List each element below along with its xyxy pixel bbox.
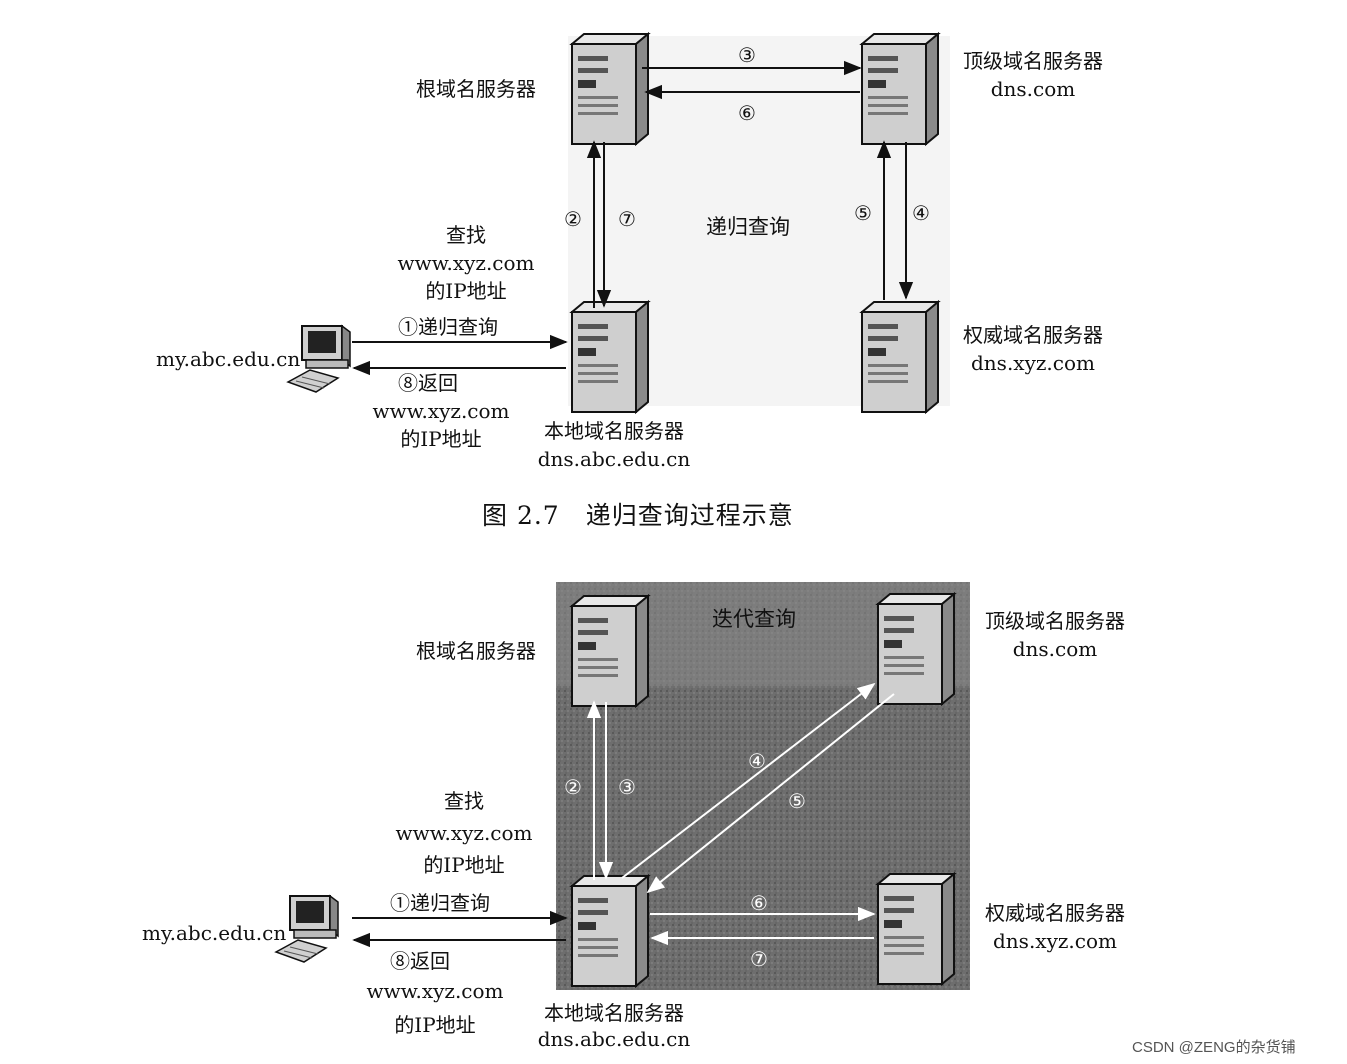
tld-server-icon (862, 34, 938, 144)
root-server-icon (572, 34, 648, 144)
auth-server-label-b: 权威域名服务器 (966, 900, 1144, 926)
watermark: CSDN @ZENG的杂货铺 (1132, 1036, 1296, 1057)
auth-server-host: dns.xyz.com (944, 350, 1122, 376)
figure-caption: 图 2.7 递归查询过程示意 (482, 496, 794, 532)
return-line3: 的IP地址 (366, 426, 516, 452)
query-line1: 查找 (386, 222, 546, 248)
local-server-icon-b (572, 876, 648, 986)
auth-server-icon-b (878, 874, 954, 984)
step1-label: ①递归查询 (398, 314, 498, 340)
step5-number-b: ⑤ (788, 788, 806, 814)
iterative-center-label: 迭代查询 (712, 606, 796, 632)
step1-label-b: ①递归查询 (390, 890, 490, 916)
client-host-label: my.abc.edu.cn (156, 346, 300, 372)
tld-server-icon-b (878, 594, 954, 704)
step5-number: ⑤ (854, 200, 872, 226)
recursive-center-label: 递归查询 (706, 214, 790, 240)
root-server-label: 根域名服务器 (416, 76, 536, 102)
step4-number: ④ (912, 200, 930, 226)
tld-server-host-b: dns.com (966, 636, 1144, 662)
query-line2-b: www.xyz.com (384, 820, 544, 846)
query-line1-b: 查找 (384, 788, 544, 814)
step2-number: ② (564, 206, 582, 232)
step8-label: ⑧返回 (398, 370, 458, 396)
auth-server-icon (862, 302, 938, 412)
local-server-label-b: 本地域名服务器 (524, 1000, 704, 1026)
step6-number: ⑥ (738, 100, 756, 126)
client-host-label-b: my.abc.edu.cn (142, 920, 286, 946)
step2-number-b: ② (564, 774, 582, 800)
tld-server-label-b: 顶级域名服务器 (966, 608, 1144, 634)
root-server-label-b: 根域名服务器 (416, 638, 536, 664)
step3-number-b: ③ (618, 774, 636, 800)
root-server-icon-b (572, 596, 648, 706)
local-server-host: dns.abc.edu.cn (524, 446, 704, 472)
return-line3-b: 的IP地址 (360, 1012, 510, 1038)
auth-server-host-b: dns.xyz.com (966, 928, 1144, 954)
return-line2: www.xyz.com (366, 398, 516, 424)
step3-number: ③ (738, 42, 756, 68)
step4-number-b: ④ (748, 748, 766, 774)
tld-server-label: 顶级域名服务器 (944, 48, 1122, 74)
query-line3-b: 的IP地址 (384, 852, 544, 878)
step7-number-b: ⑦ (750, 946, 768, 972)
query-line3: 的IP地址 (386, 278, 546, 304)
step7-number: ⑦ (618, 206, 636, 232)
auth-server-label: 权威域名服务器 (944, 322, 1122, 348)
return-line2-b: www.xyz.com (360, 978, 510, 1004)
tld-server-host: dns.com (944, 76, 1122, 102)
step8-label-b: ⑧返回 (390, 948, 450, 974)
query-line2: www.xyz.com (386, 250, 546, 276)
local-server-label: 本地域名服务器 (524, 418, 704, 444)
local-server-icon (572, 302, 648, 412)
local-server-host-b: dns.abc.edu.cn (524, 1026, 704, 1052)
step6-number-b: ⑥ (750, 890, 768, 916)
